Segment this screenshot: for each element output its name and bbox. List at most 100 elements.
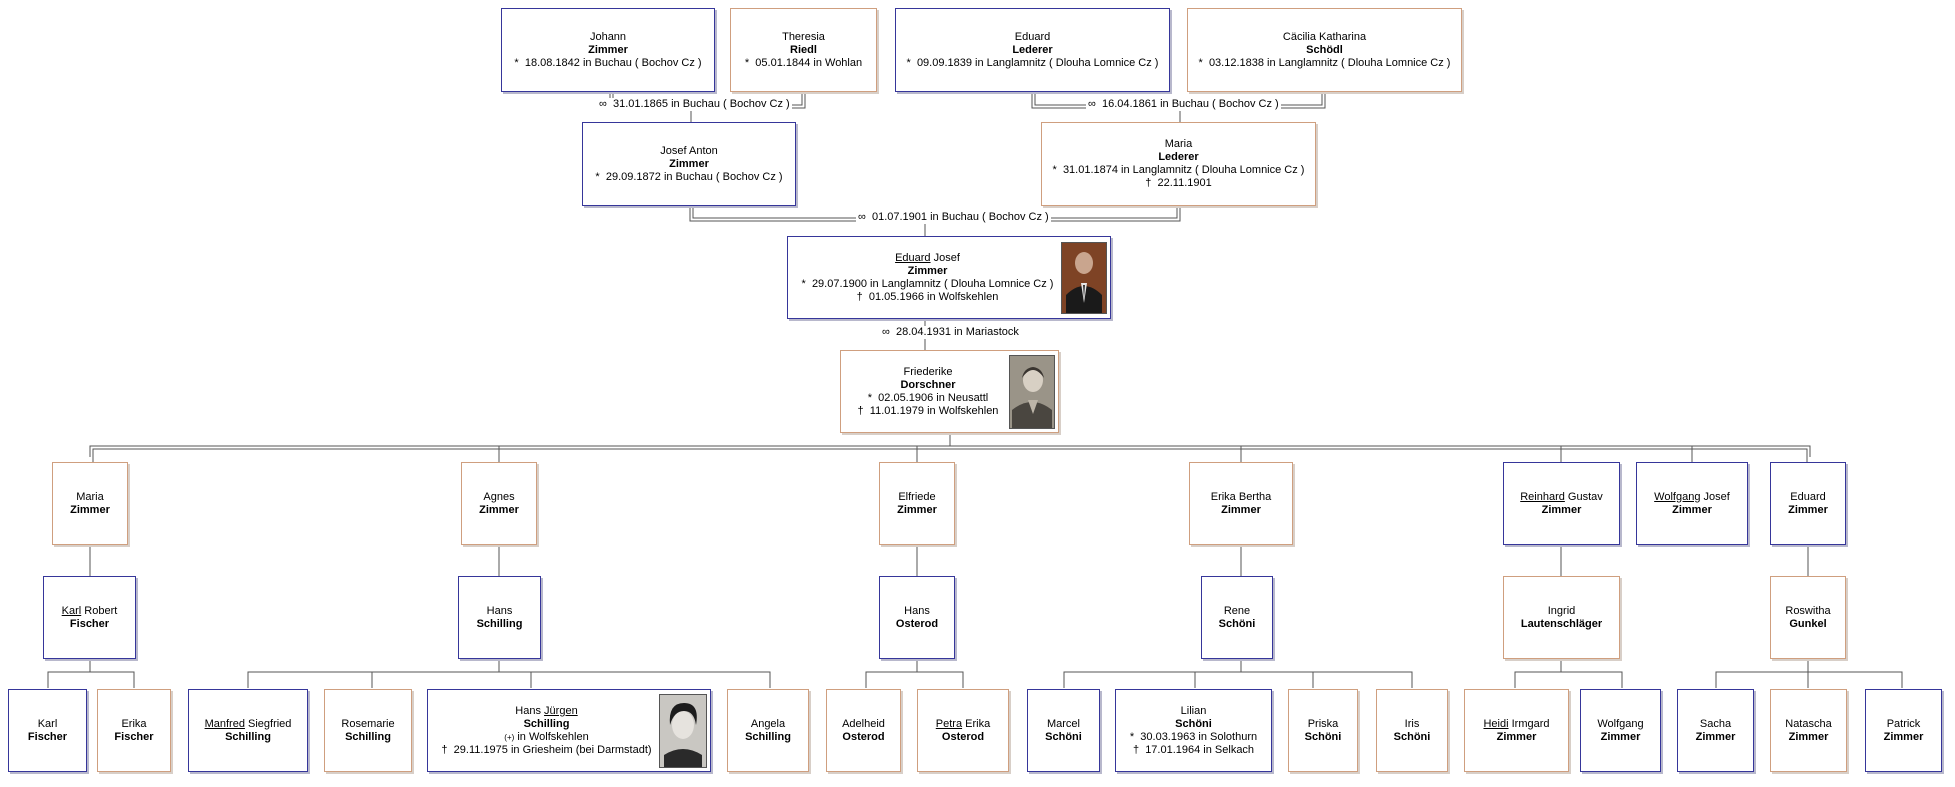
person-eduard-josef-zimmer[interactable]: Eduard Josef Zimmer * 29.07.1900 in Lang…	[787, 236, 1111, 319]
person-friederike-dorschner[interactable]: Friederike Dorschner * 02.05.1906 in Neu…	[840, 350, 1059, 433]
given-name: Maria	[76, 490, 104, 503]
person-natascha-zimmer[interactable]: Natascha Zimmer	[1770, 689, 1847, 772]
person-caecilia-schoedl[interactable]: Cäcilia Katharina Schödl * 03.12.1838 in…	[1187, 8, 1462, 92]
person-heidi-irmgard-zimmer[interactable]: Heidi Irmgard Zimmer	[1464, 689, 1569, 772]
surname: Zimmer	[479, 503, 519, 516]
given-name: Reinhard Gustav	[1520, 490, 1603, 503]
surname: Schöni	[1045, 730, 1082, 743]
person-ingrid-lautenschlaeger[interactable]: Ingrid Lautenschläger	[1503, 576, 1620, 659]
person-theresia-riedl[interactable]: Theresia Riedl * 05.01.1844 in Wohlan	[730, 8, 877, 92]
given-name: Erika Bertha	[1210, 490, 1272, 503]
given-name: Eduard Josef	[895, 251, 960, 264]
person-hans-juergen-schilling[interactable]: Hans Jürgen Schilling (+) in Wolfskehlen…	[427, 689, 711, 772]
given-name: Heidi Irmgard	[1483, 717, 1550, 730]
person-roswitha-gunkel[interactable]: Roswitha Gunkel	[1770, 576, 1846, 659]
birth-event: * 29.07.1900 in Langlamnitz ( Dlouha Lom…	[801, 277, 1054, 290]
given-name: Agnes	[483, 490, 515, 503]
given-name: Erika	[121, 717, 147, 730]
surname: Lautenschläger	[1520, 617, 1603, 630]
death-event: † 22.11.1901	[1145, 177, 1212, 189]
person-karl-robert-fischer[interactable]: Karl Robert Fischer	[43, 576, 136, 659]
surname: Zimmer	[1788, 503, 1828, 516]
given-name: Maria	[1164, 138, 1193, 150]
surname: Fischer	[27, 730, 68, 743]
person-erika-fischer[interactable]: Erika Fischer	[97, 689, 171, 772]
death-event: † 17.01.1964 in Selkach	[1132, 743, 1255, 756]
person-agnes-zimmer[interactable]: Agnes Zimmer	[461, 462, 537, 545]
birth-event: * 29.09.1872 in Buchau ( Bochov Cz )	[595, 170, 783, 183]
given-name: Eduard	[1014, 30, 1051, 43]
given-name: Roswitha	[1785, 604, 1831, 617]
person-hans-osterod[interactable]: Hans Osterod	[879, 576, 955, 659]
birth-event: * 09.09.1839 in Langlamnitz ( Dlouha Lom…	[906, 56, 1159, 69]
person-priska-schoeni[interactable]: Priska Schöni	[1288, 689, 1358, 772]
surname: Schilling	[345, 730, 391, 743]
surname: Gunkel	[1789, 617, 1827, 630]
person-rene-schoeni[interactable]: Rene Schöni	[1201, 576, 1273, 659]
birth-event: * 05.01.1844 in Wohlan	[744, 56, 863, 69]
birth-event: * 30.03.1963 in Solothurn	[1129, 730, 1258, 743]
person-manfred-schilling[interactable]: Manfred Siegfried Schilling	[188, 689, 308, 772]
person-rosemarie-schilling[interactable]: Rosemarie Schilling	[324, 689, 412, 772]
portrait-photo	[659, 693, 707, 768]
surname: Schilling	[745, 730, 791, 743]
given-name: Hans Jürgen	[515, 704, 578, 717]
person-wolfgang-josef-zimmer[interactable]: Wolfgang Josef Zimmer	[1636, 462, 1748, 545]
person-iris-schoeni[interactable]: Iris Schöni	[1376, 689, 1448, 772]
surname: Schilling	[523, 717, 570, 730]
surname: Osterod	[941, 730, 985, 743]
birth-event: * 03.12.1838 in Langlamnitz ( Dlouha Lom…	[1198, 56, 1451, 69]
person-lilian-schoeni[interactable]: Lilian Schöni * 30.03.1963 in Solothurn …	[1115, 689, 1272, 772]
surname: Zimmer	[588, 43, 628, 56]
person-johann-zimmer[interactable]: Johann Zimmer * 18.08.1842 in Buchau ( B…	[501, 8, 715, 92]
surname: Schödl	[1306, 43, 1343, 56]
given-name: Sacha	[1699, 717, 1732, 730]
given-name: Rosemarie	[341, 717, 395, 730]
death-event: † 01.05.1966 in Wolfskehlen	[856, 290, 999, 303]
given-name: Friederike	[903, 365, 953, 378]
person-patrick-zimmer[interactable]: Patrick Zimmer	[1865, 689, 1942, 772]
person-maria-lederer[interactable]: Maria Lederer * 31.01.1874 in Langlamnit…	[1041, 122, 1316, 206]
surname: Zimmer	[897, 503, 937, 516]
surname: Zimmer	[1695, 730, 1736, 743]
given-name: Karl	[37, 717, 58, 730]
given-name: Natascha	[1785, 717, 1832, 730]
burial-event: (+) in Wolfskehlen	[504, 730, 589, 743]
person-marcel-schoeni[interactable]: Marcel Schöni	[1027, 689, 1100, 772]
marriage-label: ∞ 28.04.1931 in Mariastock	[880, 326, 1021, 339]
portrait-photo	[1009, 354, 1055, 429]
given-name: Cäcilia Katharina	[1282, 30, 1367, 43]
person-hans-schilling[interactable]: Hans Schilling	[458, 576, 541, 659]
person-sacha-zimmer[interactable]: Sacha Zimmer	[1677, 689, 1754, 772]
marriage-label: ∞ 01.07.1901 in Buchau ( Bochov Cz )	[856, 211, 1051, 224]
person-adelheid-osterod[interactable]: Adelheid Osterod	[826, 689, 901, 772]
person-wolfgang-zimmer[interactable]: Wolfgang Zimmer	[1580, 689, 1661, 772]
person-angela-schilling[interactable]: Angela Schilling	[727, 689, 809, 772]
given-name: Karl Robert	[61, 604, 118, 617]
surname: Fischer	[114, 730, 154, 743]
given-name: Eduard	[1790, 490, 1826, 503]
given-name: Wolfgang	[1597, 717, 1644, 730]
person-petra-erika-osterod[interactable]: Petra Erika Osterod	[917, 689, 1009, 772]
person-karl-fischer[interactable]: Karl Fischer	[8, 689, 87, 772]
given-name: Theresia	[782, 30, 825, 43]
given-name: Priska	[1307, 717, 1339, 730]
person-eduard-lederer[interactable]: Eduard Lederer * 09.09.1839 in Langlamni…	[895, 8, 1170, 92]
surname: Schöni	[1175, 717, 1212, 730]
person-maria-zimmer[interactable]: Maria Zimmer	[52, 462, 128, 545]
given-name: Hans	[904, 604, 930, 617]
surname: Schilling	[225, 730, 271, 743]
person-josef-anton-zimmer[interactable]: Josef Anton Zimmer * 29.09.1872 in Bucha…	[582, 122, 796, 206]
person-erika-bertha-zimmer[interactable]: Erika Bertha Zimmer	[1189, 462, 1293, 545]
surname: Fischer	[69, 617, 110, 630]
surname: Zimmer	[1496, 730, 1537, 743]
person-reinhard-gustav-zimmer[interactable]: Reinhard Gustav Zimmer	[1503, 462, 1620, 545]
given-name: Patrick	[1886, 717, 1921, 730]
person-elfriede-zimmer[interactable]: Elfriede Zimmer	[879, 462, 955, 545]
marriage-label: ∞ 31.01.1865 in Buchau ( Bochov Cz )	[597, 98, 792, 111]
death-event: † 11.01.1979 in Wolfskehlen	[857, 404, 999, 417]
given-name: Iris	[1404, 717, 1420, 730]
surname: Schöni	[1218, 617, 1256, 630]
person-eduard-zimmer[interactable]: Eduard Zimmer	[1770, 462, 1846, 545]
